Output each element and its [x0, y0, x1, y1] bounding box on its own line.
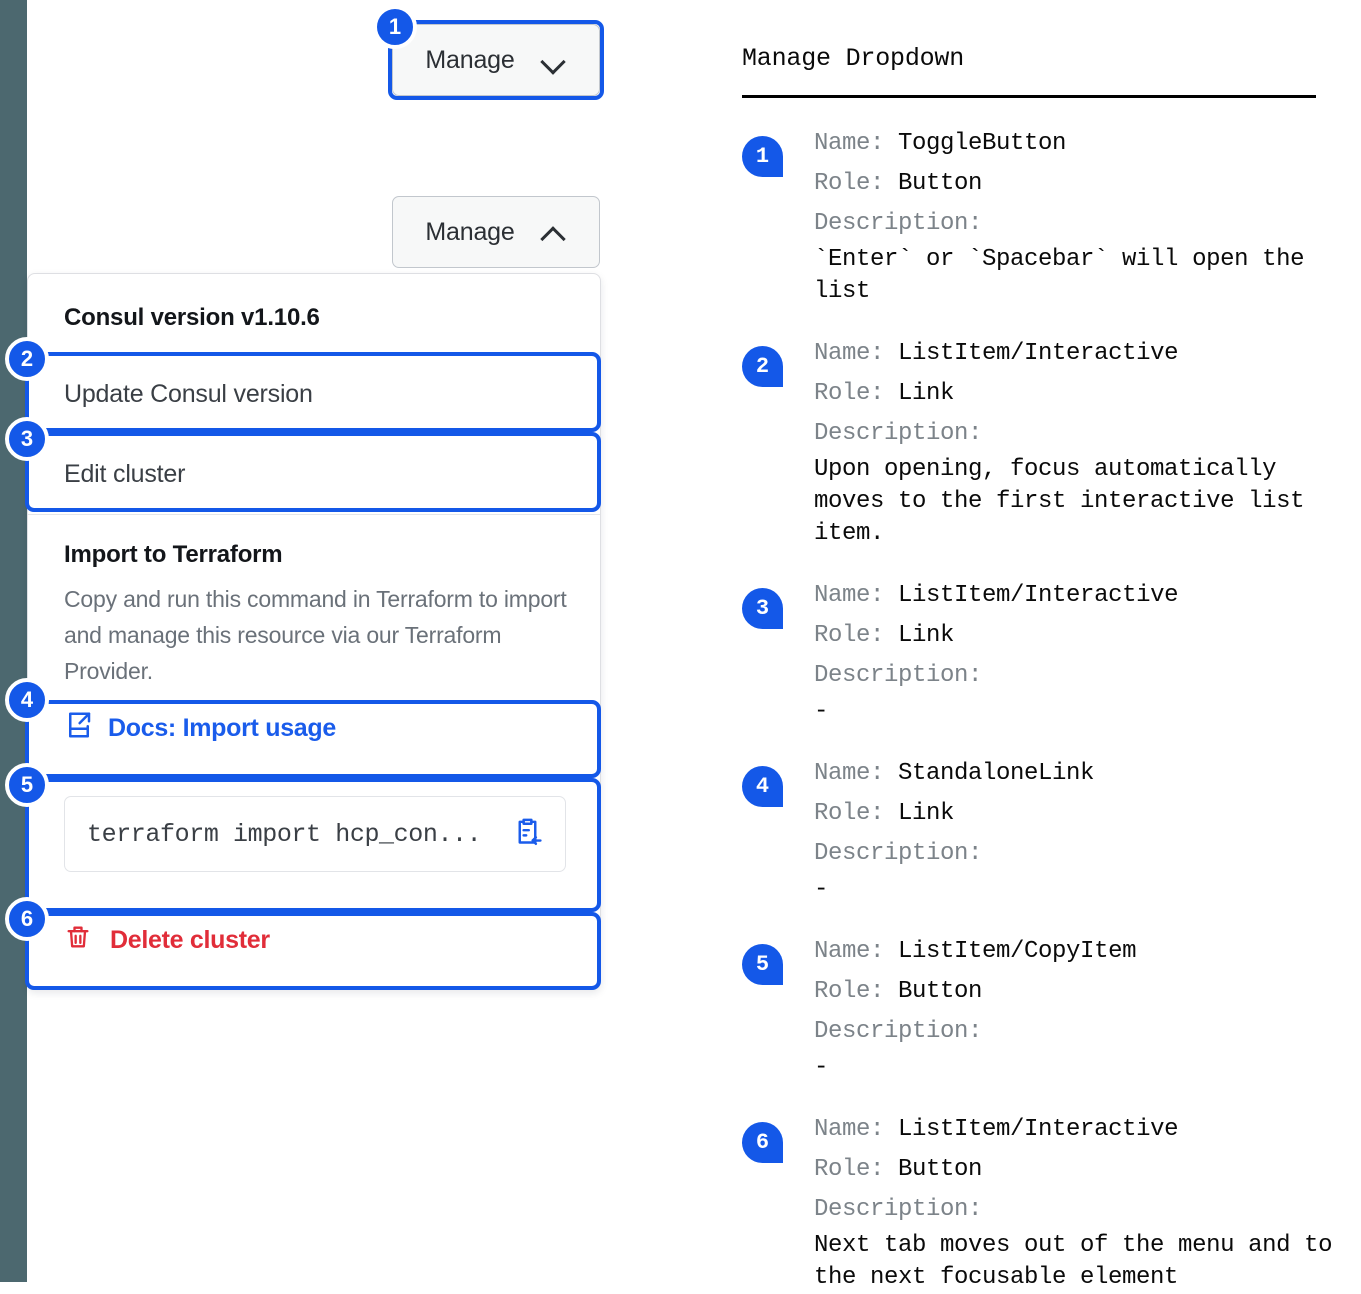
spec-row: 3 Name: ListItem/Interactive Role: Link … — [742, 576, 1342, 728]
spec-description-label: Description: — [814, 1018, 983, 1045]
spec-description-value: - — [814, 698, 829, 725]
dropdown-section-title: Consul version v1.10.6 — [64, 304, 320, 331]
spec-role-value: Link — [898, 800, 955, 827]
spec-description-value: Next tab moves out of the menu and to th… — [814, 1232, 1333, 1291]
spec-role-value: Button — [898, 1156, 983, 1183]
copy-clipboard-icon[interactable] — [512, 816, 543, 852]
menu-item-edit-cluster[interactable]: Edit cluster — [28, 434, 600, 514]
spec-name-label: Name: — [814, 1116, 885, 1143]
spec-description-value: Upon opening, focus automatically moves … — [814, 456, 1305, 547]
spec-role-value: Button — [898, 170, 983, 197]
spec-name-value: ListItem/CopyItem — [898, 938, 1137, 965]
menu-item-edit-label: Edit cluster — [64, 459, 186, 488]
left-side-rail — [0, 0, 27, 1282]
spec-description-value: - — [814, 876, 829, 903]
spec-name-value: StandaloneLink — [898, 760, 1095, 787]
spec-name-label: Name: — [814, 130, 885, 157]
annotation-badge-4: 4 — [5, 678, 49, 722]
external-link-doc-icon — [64, 710, 94, 747]
dropdown-bottom-padding — [28, 979, 600, 989]
manage-toggle-label-closed: Manage — [425, 45, 515, 74]
spec-badge-6: 6 — [742, 1122, 783, 1163]
spec-description-label: Description: — [814, 420, 983, 447]
spec-description-label: Description: — [814, 662, 983, 689]
docs-import-usage-link[interactable]: Docs: Import usage — [28, 689, 600, 767]
spec-name-label: Name: — [814, 340, 885, 367]
manage-toggle-button-closed[interactable]: Manage — [392, 24, 600, 96]
spec-badge-2: 2 — [742, 346, 783, 387]
annotation-badge-3: 3 — [5, 417, 49, 461]
spec-name-label: Name: — [814, 582, 885, 609]
terraform-import-command: terraform import hcp_con... — [87, 819, 482, 849]
menu-divider — [28, 514, 600, 515]
menu-item-update-label: Update Consul version — [64, 379, 313, 408]
manage-toggle-label-open: Manage — [425, 217, 515, 246]
spec-role-label: Role: — [814, 380, 885, 407]
spec-name-label: Name: — [814, 760, 885, 787]
spec-badge-3: 3 — [742, 588, 783, 629]
spec-role-value: Button — [898, 978, 983, 1005]
spec-description-value: - — [814, 1054, 829, 1081]
spec-role-label: Role: — [814, 622, 885, 649]
spec-panel-rule — [742, 95, 1316, 98]
spec-role-label: Role: — [814, 1156, 885, 1183]
spec-role-label: Role: — [814, 800, 885, 827]
spec-row: 5 Name: ListItem/CopyItem Role: Button D… — [742, 932, 1342, 1084]
annotation-badge-2: 2 — [5, 337, 49, 381]
spec-legend-panel: Manage Dropdown 1 Name: ToggleButton Rol… — [742, 0, 1342, 1291]
import-to-terraform-block: Import to Terraform Copy and run this co… — [28, 515, 600, 689]
spec-description-value: `Enter` or `Spacebar` will open the list — [814, 246, 1305, 305]
spec-row: 6 Name: ListItem/Interactive Role: Butto… — [742, 1110, 1342, 1294]
spec-name-value: ListItem/Interactive — [898, 1116, 1179, 1143]
copy-command-row: terraform import hcp_con... — [28, 767, 600, 901]
spec-badge-1: 1 — [742, 136, 783, 177]
chevron-down-icon — [541, 47, 567, 73]
manage-toggle-button-open[interactable]: Manage — [392, 196, 600, 268]
docs-link-label: Docs: Import usage — [108, 713, 336, 742]
spec-description-label: Description: — [814, 1196, 983, 1223]
annotation-badge-1: 1 — [373, 5, 417, 49]
spec-name-value: ListItem/Interactive — [898, 582, 1179, 609]
import-block-description: Copy and run this command in Terraform t… — [64, 586, 567, 684]
spec-row: 2 Name: ListItem/Interactive Role: Link … — [742, 334, 1342, 550]
left-annotated-diagram: Manage Manage Consul version v1.10.6 Upd… — [0, 0, 700, 1282]
spec-name-value: ToggleButton — [898, 130, 1067, 157]
spec-role-value: Link — [898, 622, 955, 649]
spec-name-value: ListItem/Interactive — [898, 340, 1179, 367]
menu-item-delete-cluster[interactable]: Delete cluster — [28, 901, 600, 979]
delete-cluster-label: Delete cluster — [110, 925, 270, 954]
spec-badge-4: 4 — [742, 766, 783, 807]
spec-description-label: Description: — [814, 840, 983, 867]
spec-description-label: Description: — [814, 210, 983, 237]
spec-panel-title: Manage Dropdown — [742, 44, 965, 73]
trash-icon — [64, 923, 92, 958]
annotation-badge-6: 6 — [5, 897, 49, 941]
chevron-up-icon — [541, 219, 567, 245]
spec-row: 4 Name: StandaloneLink Role: Link Descri… — [742, 754, 1342, 906]
manage-dropdown-panel: Consul version v1.10.6 Update Consul ver… — [27, 273, 601, 990]
spec-name-label: Name: — [814, 938, 885, 965]
import-block-title: Import to Terraform — [64, 541, 283, 568]
spec-role-label: Role: — [814, 978, 885, 1005]
annotation-badge-5: 5 — [5, 763, 49, 807]
spec-role-value: Link — [898, 380, 955, 407]
spec-role-label: Role: — [814, 170, 885, 197]
spec-badge-5: 5 — [742, 944, 783, 985]
menu-item-update-consul-version[interactable]: Update Consul version — [28, 354, 600, 434]
spec-row: 1 Name: ToggleButton Role: Button Descri… — [742, 124, 1342, 308]
copy-command-box[interactable]: terraform import hcp_con... — [64, 796, 566, 872]
